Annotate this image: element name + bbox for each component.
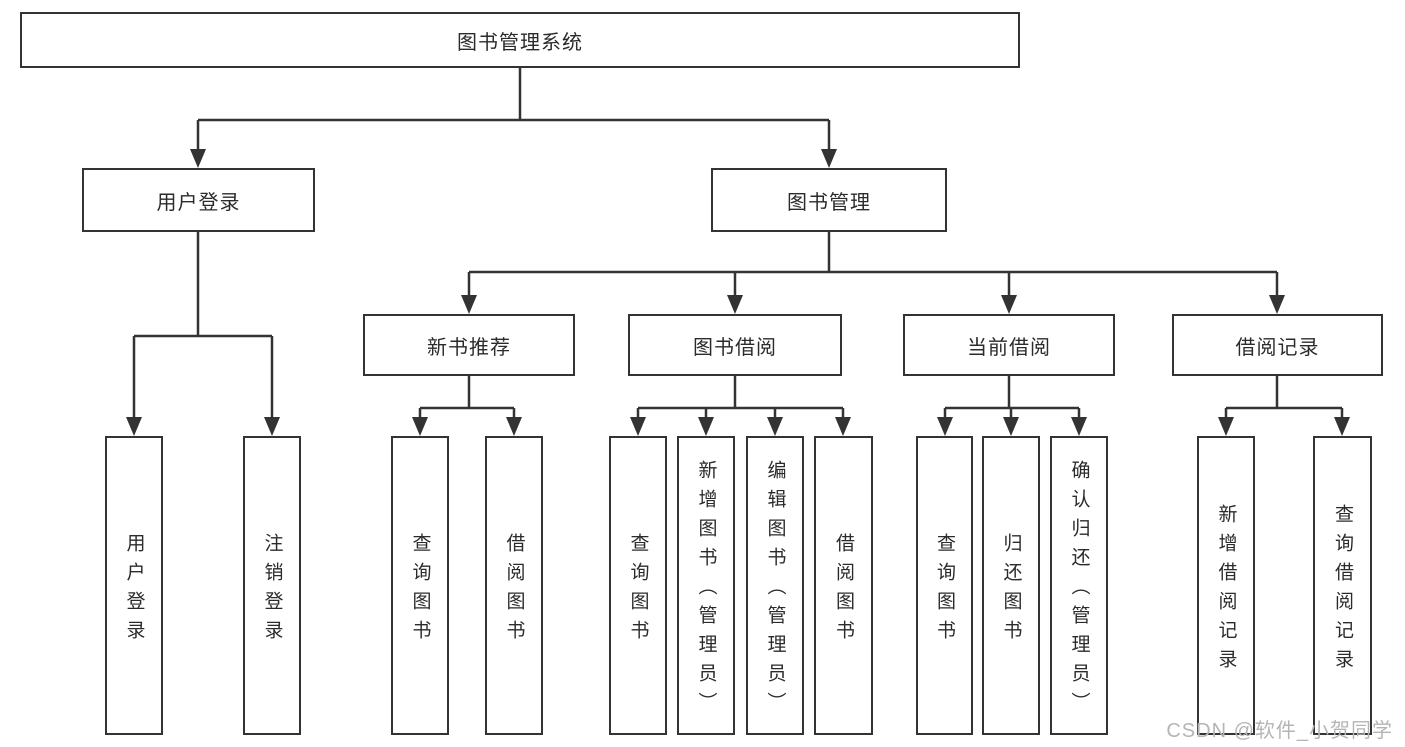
- arrowheads: [126, 149, 1350, 436]
- leaf-return-books: 归还图书: [982, 436, 1040, 735]
- leaf-query-books-borrow: 查询图书: [609, 436, 667, 735]
- node-label: 查询借阅记录: [1332, 503, 1353, 678]
- node-label: 用户登录: [156, 191, 241, 214]
- leaf-add-borrow-record: 新增借阅记录: [1197, 436, 1255, 735]
- leaf-add-books-admin: 新增图书（管理员）: [677, 436, 735, 735]
- leaf-query-borrow-record: 查询借阅记录: [1313, 436, 1372, 735]
- node-label: 图书管理系统: [457, 31, 583, 54]
- node-label: 用户登录: [123, 532, 145, 649]
- leaf-borrow-books: 借阅图书: [814, 436, 873, 735]
- node-current-borrowing: 当前借阅: [903, 314, 1115, 376]
- node-label: 借阅记录: [1235, 336, 1320, 359]
- leaf-query-books-recommend: 查询图书: [391, 436, 449, 735]
- node-label: 新增图书（管理员）: [695, 460, 717, 721]
- leaf-edit-books-admin: 编辑图书（管理员）: [746, 436, 804, 735]
- node-label: 查询图书: [934, 532, 955, 649]
- leaf-logout: 注销登录: [243, 436, 301, 735]
- node-label: 当前借阅: [967, 336, 1051, 359]
- csdn-watermark: CSDN @软件_小贺同学: [1166, 720, 1393, 742]
- node-label: 归还图书: [1000, 532, 1022, 649]
- leaf-borrow-books-recommend: 借阅图书: [485, 436, 543, 735]
- node-label: 借阅图书: [503, 532, 525, 649]
- node-label: 新书推荐: [427, 336, 511, 359]
- node-label: 查询图书: [409, 532, 431, 649]
- node-root-system: 图书管理系统: [20, 12, 1020, 68]
- node-label: 注销登录: [261, 532, 283, 649]
- node-label: 编辑图书（管理员）: [764, 460, 786, 721]
- node-borrowing-records: 借阅记录: [1172, 314, 1383, 376]
- node-label: 查询图书: [627, 532, 649, 649]
- node-label: 借阅图书: [833, 532, 854, 649]
- node-book-management: 图书管理: [711, 168, 947, 232]
- node-label: 新增借阅记录: [1215, 503, 1237, 678]
- node-label: 确认归还（管理员）: [1068, 460, 1090, 721]
- leaf-query-books-current: 查询图书: [916, 436, 973, 735]
- node-book-borrowing: 图书借阅: [628, 314, 842, 376]
- node-label: 图书管理: [787, 191, 871, 214]
- node-label: 图书借阅: [693, 336, 777, 359]
- leaf-user-login: 用户登录: [105, 436, 163, 735]
- leaf-confirm-return-admin: 确认归还（管理员）: [1050, 436, 1108, 735]
- node-user-login: 用户登录: [82, 168, 315, 232]
- node-new-book-recommendation: 新书推荐: [363, 314, 575, 376]
